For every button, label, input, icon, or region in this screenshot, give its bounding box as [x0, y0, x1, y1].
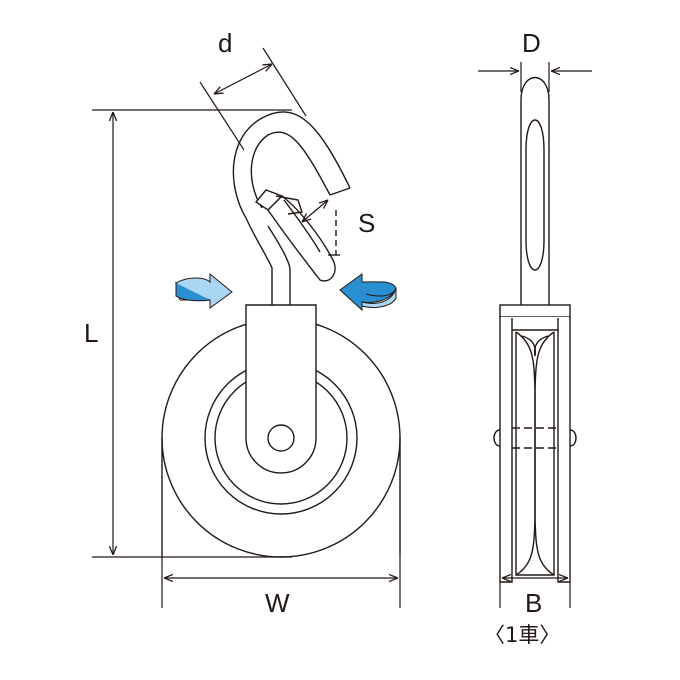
label-l: L	[84, 318, 98, 348]
label-caption: 〈1車〉	[484, 623, 560, 647]
dimension-w	[161, 557, 401, 608]
hook-body	[232, 111, 351, 219]
front-view	[161, 111, 401, 558]
side-axle	[493, 427, 577, 449]
dimension-l	[92, 109, 292, 558]
side-strap	[245, 304, 317, 474]
dimension-d	[199, 47, 307, 151]
rotation-arrow-left	[174, 272, 233, 309]
label-w: W	[265, 588, 290, 618]
hook-shank	[245, 217, 291, 305]
dimension-s	[302, 200, 328, 222]
throat-opening-lines	[328, 210, 340, 256]
dimension-b	[499, 578, 571, 608]
label-s: S	[358, 208, 375, 238]
side-view	[493, 76, 577, 583]
dimension-big-d	[478, 62, 592, 92]
side-sheave	[515, 331, 555, 576]
label-b: B	[525, 588, 542, 618]
side-frame	[499, 304, 571, 583]
label-big-d: D	[522, 28, 541, 58]
rotation-arrow-right	[339, 273, 397, 312]
side-hook	[520, 76, 550, 305]
label-d: d	[218, 28, 232, 58]
